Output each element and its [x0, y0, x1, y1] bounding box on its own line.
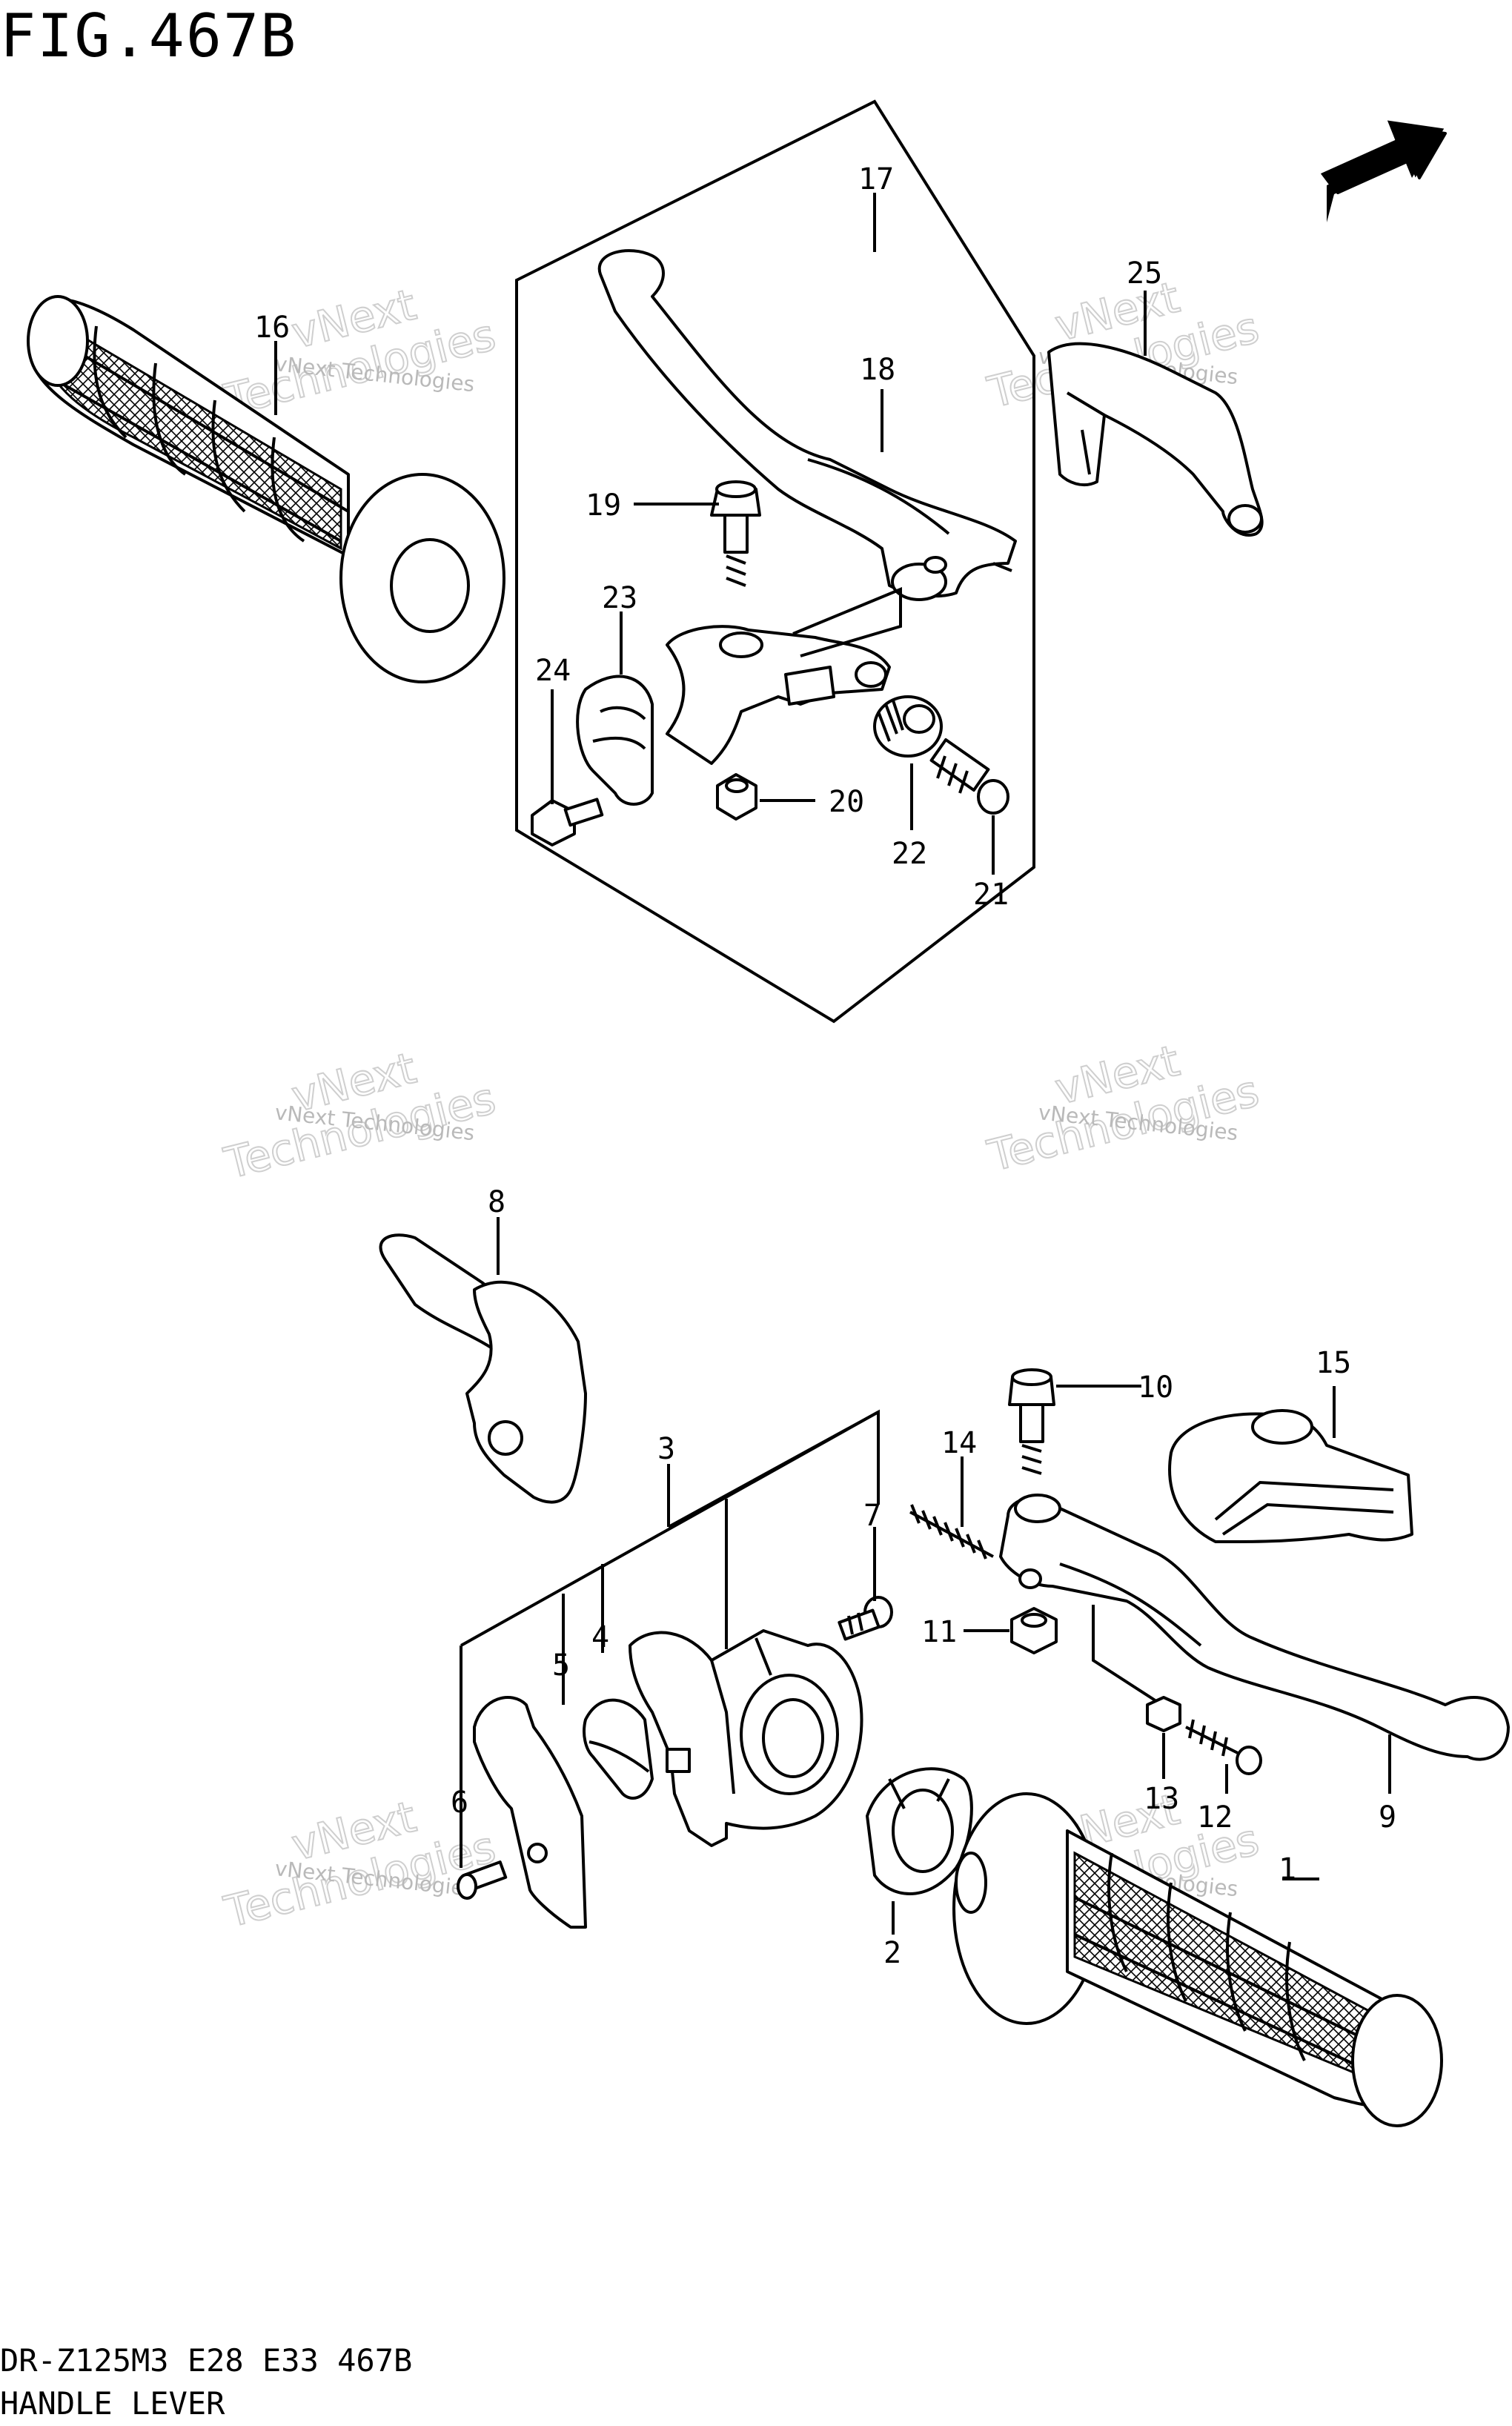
callout-12: 12 [1197, 1800, 1233, 1835]
part-22-adjuster-spring [873, 695, 943, 758]
callout-16: 16 [254, 311, 290, 345]
part-1-right-grip [952, 1792, 1443, 2127]
part-21-adjuster-bolt [929, 738, 1009, 815]
part-6-screw [457, 1860, 508, 1900]
lever-12-guide [1092, 1605, 1158, 1703]
part-10-pivot-bolt [1008, 1368, 1055, 1475]
kit-17-outline [515, 99, 1035, 1024]
part-24-bolt [531, 798, 604, 846]
part-16-left-grip [27, 295, 505, 683]
part-9-clutch-lever [999, 1494, 1510, 1761]
part-12-screw [1185, 1719, 1262, 1775]
figure-title: FIG.467B [0, 1, 298, 70]
part-25-lever-cover [1047, 342, 1264, 537]
callout-13: 13 [1144, 1782, 1179, 1816]
part-3-clutch-holder [629, 1629, 863, 1847]
callout-8: 8 [488, 1185, 505, 1219]
fwd-arrow-icon: FWD [1320, 120, 1447, 225]
part-7-screw [838, 1596, 893, 1641]
part-8-cable-boot [379, 1233, 587, 1504]
callout-7: 7 [863, 1499, 881, 1533]
part-14-spring [909, 1504, 994, 1560]
part-11-nut [1010, 1607, 1058, 1654]
callout-5: 5 [552, 1648, 570, 1683]
part-20-nut [716, 773, 757, 821]
callout-4: 4 [591, 1620, 609, 1654]
callout-23: 23 [602, 581, 637, 615]
watermark-1: vNext Technologies vNext Technologies [219, 279, 501, 426]
figure-name: HANDLE LEVER [0, 2385, 225, 2422]
callout-14: 14 [941, 1426, 977, 1460]
part-15-lever-cover [1168, 1409, 1413, 1543]
part-2-adjuster-ring [866, 1767, 973, 1895]
part-5-plate [473, 1696, 587, 1929]
watermark-4: vNext Technologies vNext Technologies [982, 1035, 1264, 1182]
lever-leader-guide [792, 587, 902, 657]
callout-18: 18 [860, 353, 895, 387]
callout-11: 11 [921, 1615, 957, 1649]
part-4-spacer [583, 1698, 654, 1800]
leader-lines [274, 193, 1391, 1935]
part-19-pivot-bolt [710, 480, 761, 587]
callout-22: 22 [892, 837, 927, 871]
model-code: DR-Z125M3 E28 E33 467B [0, 2342, 413, 2379]
callout-9: 9 [1379, 1800, 1396, 1835]
lever-holder [666, 625, 891, 765]
callout-15: 15 [1316, 1346, 1351, 1380]
part-13-nut [1146, 1696, 1181, 1732]
callout-labels: 17 18 19 23 24 20 22 21 25 16 8 3 7 4 5 … [254, 162, 1396, 1970]
part-18-brake-lever [597, 249, 1017, 601]
callout-6: 6 [451, 1786, 468, 1820]
callout-20: 20 [829, 785, 864, 819]
callout-1: 1 [1279, 1852, 1296, 1886]
callout-2: 2 [883, 1936, 901, 1970]
callout-3: 3 [657, 1432, 675, 1466]
callout-25: 25 [1127, 256, 1162, 291]
callout-10: 10 [1138, 1371, 1173, 1405]
watermark-3: vNext Technologies vNext Technologies [219, 1042, 501, 1190]
part-23-clamp [576, 675, 654, 806]
callout-24: 24 [535, 654, 571, 688]
callout-17: 17 [858, 162, 894, 196]
callout-21: 21 [973, 878, 1009, 912]
callout-19: 19 [586, 488, 621, 523]
